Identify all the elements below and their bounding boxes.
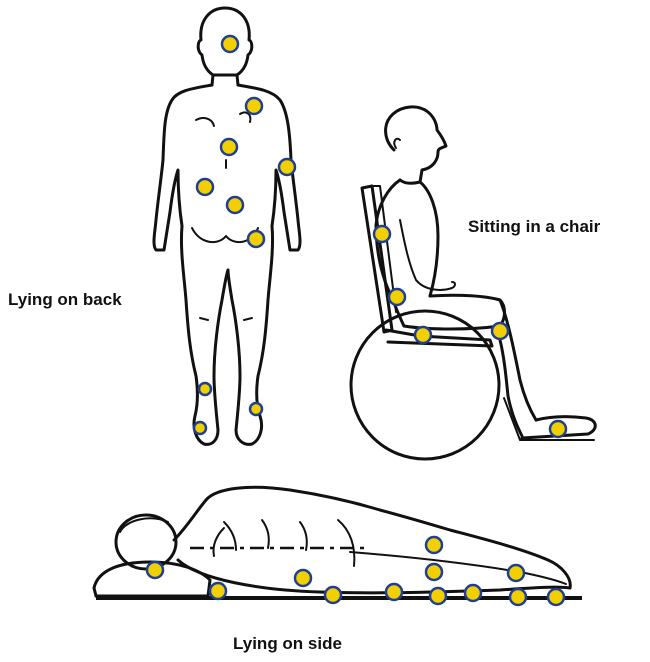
pressure-point [222, 36, 238, 52]
sitting-figure-ear [394, 139, 400, 148]
pressure-point [295, 570, 311, 586]
side-figure-hip [338, 520, 354, 566]
pressure-point [248, 231, 264, 247]
pressure-point [550, 421, 566, 437]
side-lying-figure [94, 487, 582, 598]
pressure-point [492, 323, 508, 339]
back-figure-knee-right [244, 318, 252, 320]
side-figure-arm [213, 522, 236, 556]
back-figure-knee-left [200, 318, 208, 320]
chair-back [362, 186, 392, 332]
back-figure-shoulder-blade-left [196, 118, 214, 126]
pressure-point [415, 327, 431, 343]
pressure-point [250, 403, 262, 415]
pressure-point [508, 565, 524, 581]
pressure-point [374, 226, 390, 242]
pressure-point [426, 537, 442, 553]
pressure-point [548, 589, 564, 605]
pressure-points-back [194, 36, 295, 434]
back-figure-right-outline [228, 85, 300, 444]
pressure-point [221, 139, 237, 155]
back-figure-left-outline [154, 85, 228, 444]
back-figure-shoulder-blade-right [240, 112, 250, 122]
lying-on-back-label: Lying on back [8, 290, 122, 310]
sitting-figure-front [420, 182, 438, 296]
pressure-point [465, 585, 481, 601]
pressure-point [386, 584, 402, 600]
pressure-point [426, 564, 442, 580]
pressure-point [197, 179, 213, 195]
pressure-point [227, 197, 243, 213]
sitting-in-chair-label: Sitting in a chair [468, 217, 600, 237]
sitting-figure [351, 107, 595, 459]
pressure-point [430, 588, 446, 604]
pressure-point [199, 383, 211, 395]
pressure-point [389, 289, 405, 305]
pressure-point [246, 98, 262, 114]
side-figure-leg-line [350, 552, 566, 584]
sitting-figure-lower-leg [500, 300, 536, 436]
back-view-figure [154, 8, 300, 444]
pressure-point [510, 589, 526, 605]
side-figure-rib-lines [262, 520, 307, 550]
pressure-point [210, 583, 226, 599]
lying-on-side-label: Lying on side [233, 634, 342, 654]
pressure-point [194, 422, 206, 434]
pressure-point [325, 587, 341, 603]
pressure-point [147, 562, 163, 578]
sitting-figure-arm [400, 220, 455, 290]
pressure-point [279, 159, 295, 175]
